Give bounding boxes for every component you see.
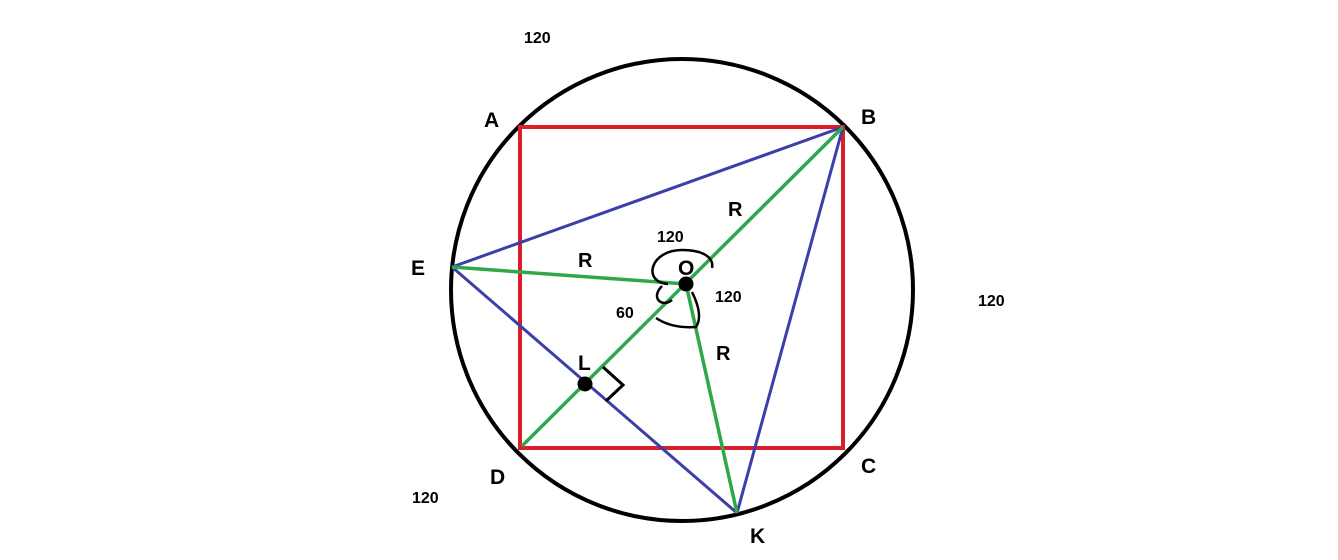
angle-arc-bottom xyxy=(655,285,701,329)
label-angle-center-top: 120 xyxy=(657,229,684,246)
label-radius-ok: R xyxy=(716,343,731,365)
label-d: D xyxy=(490,466,505,489)
label-k: K xyxy=(750,525,765,548)
right-angle-marker xyxy=(601,365,626,403)
radius-ok xyxy=(684,283,739,514)
label-arc-bottom-left: 120 xyxy=(412,490,439,507)
chord-ek xyxy=(451,265,738,515)
label-b: B xyxy=(861,106,876,129)
label-c: C xyxy=(861,455,876,478)
label-radius-oe: R xyxy=(578,250,593,272)
label-arc-top-left: 120 xyxy=(524,30,551,47)
label-l: L xyxy=(578,352,591,375)
radius-oe xyxy=(451,265,687,286)
point-l xyxy=(577,376,593,392)
label-o: O xyxy=(678,257,694,280)
label-radius-ob: R xyxy=(728,199,743,221)
chord-bk xyxy=(735,126,845,514)
square-abcd xyxy=(518,125,845,450)
label-arc-right: 120 xyxy=(978,293,1005,310)
label-a: A xyxy=(484,109,499,132)
label-angle-center-bottom: 60 xyxy=(616,305,634,322)
point-o xyxy=(678,276,694,292)
label-e: E xyxy=(411,257,425,280)
circumcircle xyxy=(449,57,915,523)
label-angle-center-right: 120 xyxy=(715,289,742,306)
chord-eb xyxy=(451,125,844,269)
angle-arc-top xyxy=(651,248,714,286)
